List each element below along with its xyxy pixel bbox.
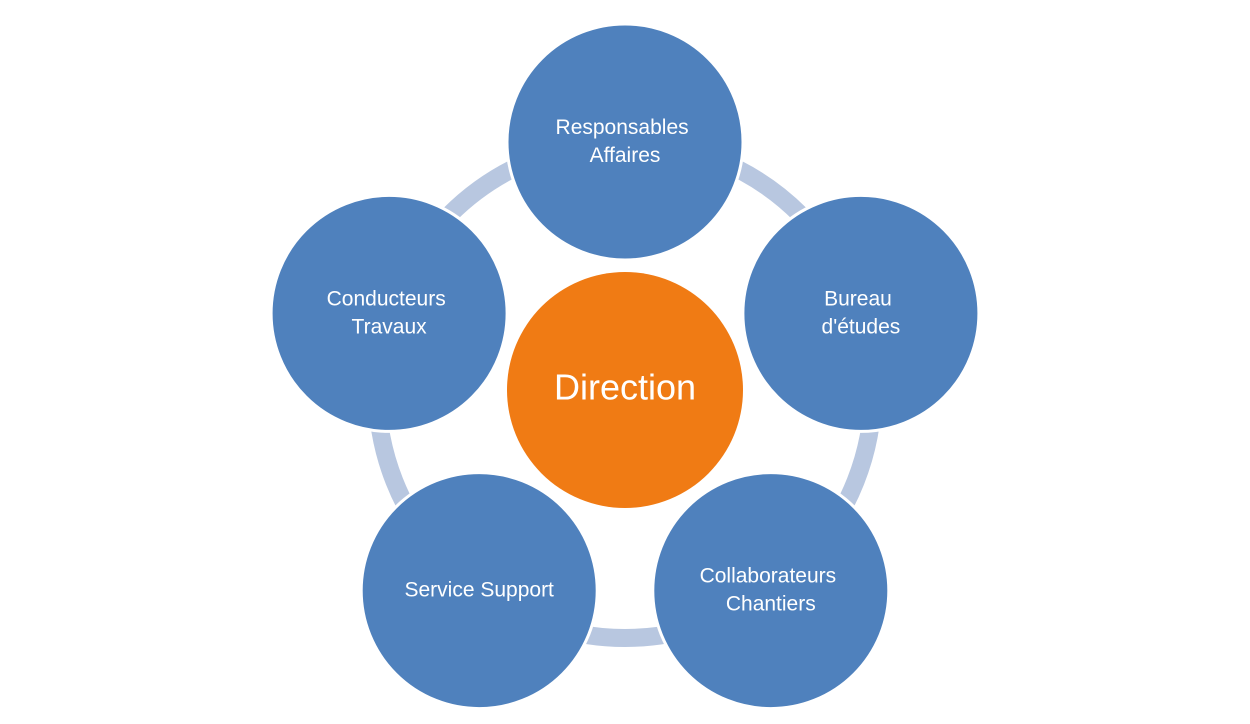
node-collaborateurs-chantiers: Collaborateurs Chantiers — [651, 471, 891, 711]
node-label-line: Responsables — [556, 116, 689, 139]
node-label-line: Chantiers — [726, 592, 816, 615]
node-circle — [505, 22, 745, 262]
node-label: Conducteurs Travaux — [327, 287, 452, 338]
node-circle — [651, 471, 891, 711]
node-bureau-etudes: Bureau d'études — [741, 193, 981, 433]
node-label-line: Affaires — [590, 144, 661, 167]
outer-nodes: Responsables Affaires Bureau d'études Co… — [269, 22, 981, 711]
node-label-line: Bureau — [824, 287, 892, 310]
node-label-line: Collaborateurs — [700, 564, 837, 587]
center-node-label: Direction — [554, 367, 696, 408]
node-label-line: Service Support — [404, 578, 554, 601]
node-responsables-affaires: Responsables Affaires — [505, 22, 745, 262]
node-label: Collaborateurs Chantiers — [700, 564, 842, 615]
node-label: Bureau d'études — [822, 287, 901, 338]
node-label-line: Conducteurs — [327, 287, 446, 310]
node-label: Service Support — [404, 578, 554, 601]
node-conducteurs-travaux: Conducteurs Travaux — [269, 193, 509, 433]
node-label-line: d'études — [822, 315, 901, 338]
node-service-support: Service Support — [359, 471, 599, 711]
node-label-line: Travaux — [352, 315, 428, 338]
node-circle — [741, 193, 981, 433]
center-node: Direction — [507, 272, 743, 508]
node-circle — [269, 193, 509, 433]
node-circle — [359, 471, 599, 711]
center-node-circle — [507, 272, 743, 508]
node-label: Responsables Affaires — [556, 116, 695, 167]
